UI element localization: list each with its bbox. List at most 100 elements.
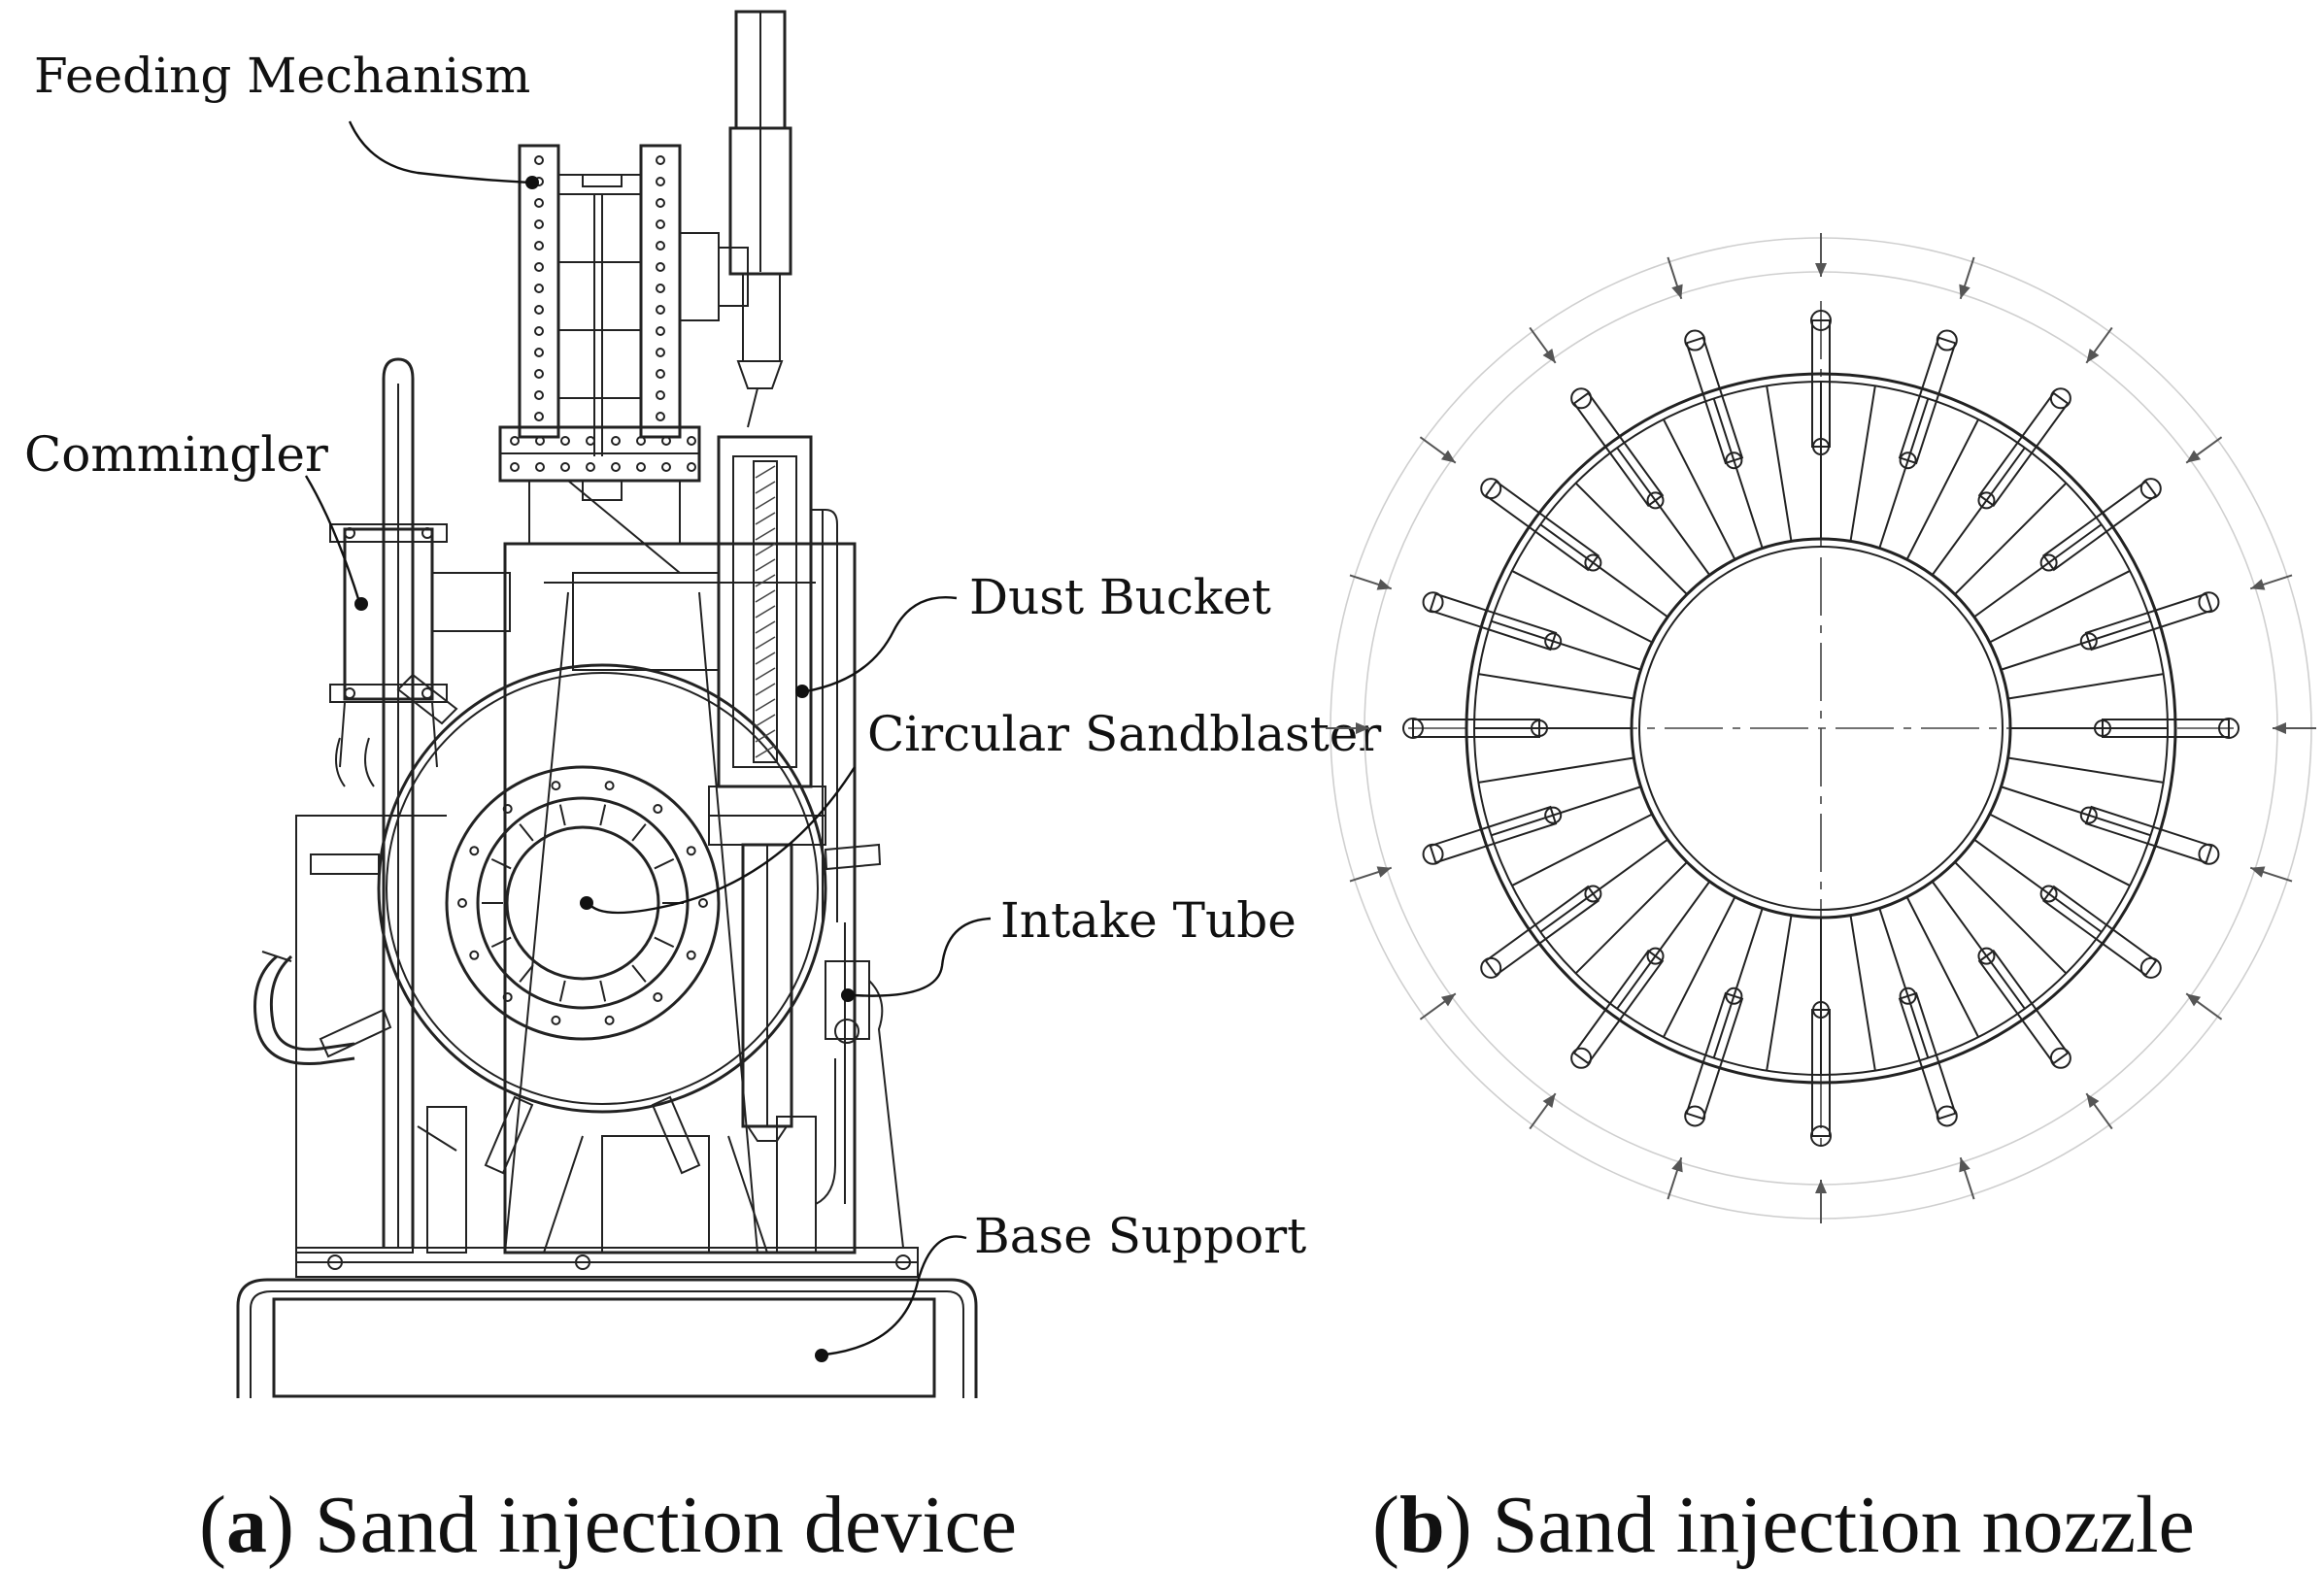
spoke — [599, 980, 607, 1002]
caption-b-text: Sand injection nozzle — [1493, 1480, 2195, 1570]
caption-a-letter: a — [226, 1480, 267, 1570]
hatch-line — [755, 683, 776, 696]
radial-strut — [1616, 447, 1711, 576]
nozzle-tube — [1429, 805, 1558, 864]
radial-strut — [2001, 786, 2151, 837]
nozzle-tip — [1684, 1105, 1706, 1127]
sand-injection-device-drawing — [236, 10, 978, 1398]
spoke — [654, 857, 675, 870]
bolt-hole — [534, 369, 544, 379]
label-base-support: Base Support — [974, 1208, 1306, 1264]
hatch-line — [755, 605, 776, 619]
cross-beam-bolt-holes — [510, 436, 696, 472]
nozzle-tip — [1570, 387, 1593, 410]
bolt-hole — [534, 412, 544, 421]
nozzle-tube — [1898, 336, 1957, 465]
sand-injection-nozzle-drawing — [1326, 233, 2316, 1223]
radial-strut — [1905, 896, 1979, 1038]
spoke — [519, 964, 534, 983]
nozzle-tip — [2049, 387, 2071, 410]
spoke-hole — [653, 991, 663, 1002]
nozzle-tip — [1936, 329, 1958, 351]
nozzle-tip — [2139, 956, 2162, 979]
spoke-hole — [604, 781, 615, 791]
hatch-line — [755, 527, 776, 541]
bolt-hole — [656, 326, 665, 336]
spoke — [631, 823, 647, 842]
bolt-hole — [611, 436, 621, 446]
nozzle-tip — [1810, 1125, 1832, 1147]
radial-strut — [1478, 673, 1634, 700]
bolt-hole — [535, 436, 545, 446]
inflow-arrowhead — [1959, 1157, 1970, 1173]
caption-b: (b) Sand injection nozzle — [1372, 1480, 2195, 1570]
captions: (a) Sand injection device (b) Sand injec… — [199, 1480, 2195, 1570]
hatch-line — [755, 745, 776, 758]
radial-strut — [1878, 908, 1930, 1058]
hatch-line — [755, 558, 776, 572]
bolt-hole — [534, 284, 544, 293]
spoke-hole — [551, 1015, 561, 1025]
spoke-hole — [551, 781, 561, 791]
radial-strut — [1539, 838, 1668, 933]
inflow-arrowhead — [2250, 866, 2266, 878]
screw-shaft — [753, 460, 778, 763]
bolt-hole — [560, 436, 570, 446]
bolt-hole — [534, 348, 544, 357]
nozzle-inner-end — [2039, 885, 2058, 903]
nozzle-tip — [1422, 843, 1444, 865]
bolt-hole — [510, 436, 520, 446]
spoke — [631, 964, 647, 983]
label-circular-sandblaster: Circular Sandblaster — [867, 706, 1381, 762]
nozzle-inner-end — [1812, 438, 1830, 455]
nozzle-inner-end — [1584, 885, 1602, 903]
spoke — [490, 936, 512, 949]
radial-strut — [1574, 482, 1688, 595]
bolt-hole — [656, 241, 665, 251]
nozzle-tube — [1898, 991, 1957, 1120]
bolt-hole — [656, 284, 665, 293]
bolt-hole — [535, 462, 545, 472]
label-intake-tube: Intake Tube — [1000, 892, 1297, 949]
bolt-hole — [656, 412, 665, 421]
inflow-arrowhead — [2186, 993, 2202, 1007]
radial-strut — [1539, 523, 1668, 619]
label-feeding-mechanism: Feeding Mechanism — [34, 48, 530, 104]
spoke — [490, 857, 512, 870]
spoke-hole — [686, 846, 696, 856]
spoke-hole — [457, 898, 467, 908]
spoke-hole — [653, 804, 663, 815]
bolt-hole — [510, 462, 520, 472]
bolt-hole — [661, 462, 671, 472]
nozzle-inner-end — [1812, 1001, 1830, 1019]
nozzle-tube — [1685, 336, 1744, 465]
hatch-line — [755, 636, 776, 650]
nozzle-tube — [1484, 480, 1600, 572]
nozzle-tube — [1572, 949, 1665, 1065]
radial-strut — [1973, 838, 2103, 933]
spoke — [519, 823, 534, 842]
hatch-line — [755, 589, 776, 603]
nozzle-tube — [2041, 885, 2158, 977]
bolt-hole — [656, 305, 665, 315]
nozzle-tip — [1422, 591, 1444, 614]
bolt-hole — [534, 390, 544, 400]
nozzle-tip — [2198, 843, 2220, 865]
nozzle-inner-end — [1977, 947, 1996, 965]
bolt-hole — [656, 262, 665, 272]
nozzle-tip — [1684, 329, 1706, 351]
bolt-hole — [534, 305, 544, 315]
radial-strut — [1663, 418, 1736, 560]
inflow-arrowhead — [2086, 348, 2100, 363]
bolt-hole — [534, 262, 544, 272]
nozzle-tube — [1977, 391, 2070, 508]
spoke-hole — [604, 1015, 615, 1025]
caption-a-text: Sand injection device — [315, 1480, 1017, 1570]
inflow-arrowhead — [2086, 1093, 2100, 1109]
radial-strut — [1574, 861, 1688, 975]
hatch-line — [755, 714, 776, 727]
spoke-hole — [469, 846, 480, 856]
hatch-line — [755, 698, 776, 712]
nozzle-tip — [1480, 956, 1502, 979]
radial-strut — [1931, 881, 2026, 1010]
